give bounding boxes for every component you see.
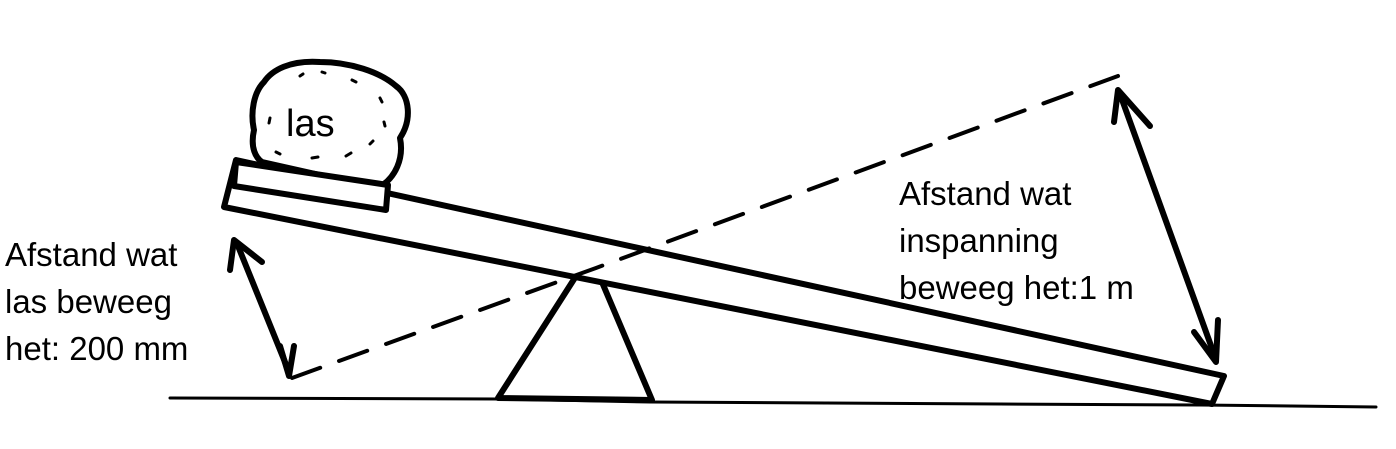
rock-texture: [267, 70, 387, 160]
ground-line: [168, 396, 1378, 409]
load-label: las: [286, 103, 335, 145]
effort-distance-arrow: [1111, 87, 1221, 365]
load-distance-arrow: [227, 237, 297, 379]
effort-distance-line-3: beweeg het:1 m: [899, 269, 1134, 306]
load-distance-line-2: las beweeg: [5, 283, 172, 320]
load-distance-line-3: het: 200 mm: [5, 330, 189, 367]
effort-distance-line-1: Afstand wat: [899, 175, 1072, 212]
load-box: [231, 159, 391, 213]
load-rock: [249, 58, 411, 191]
effort-distance-note: Afstand wat inspanning beweeg het:1 m: [899, 170, 1134, 311]
load-distance-note: Afstand wat las beweeg het: 200 mm: [5, 231, 188, 372]
effort-distance-line-2: inspanning: [899, 222, 1059, 259]
dashed-guide-line: [290, 74, 1120, 380]
load-distance-line-1: Afstand wat: [5, 236, 178, 273]
